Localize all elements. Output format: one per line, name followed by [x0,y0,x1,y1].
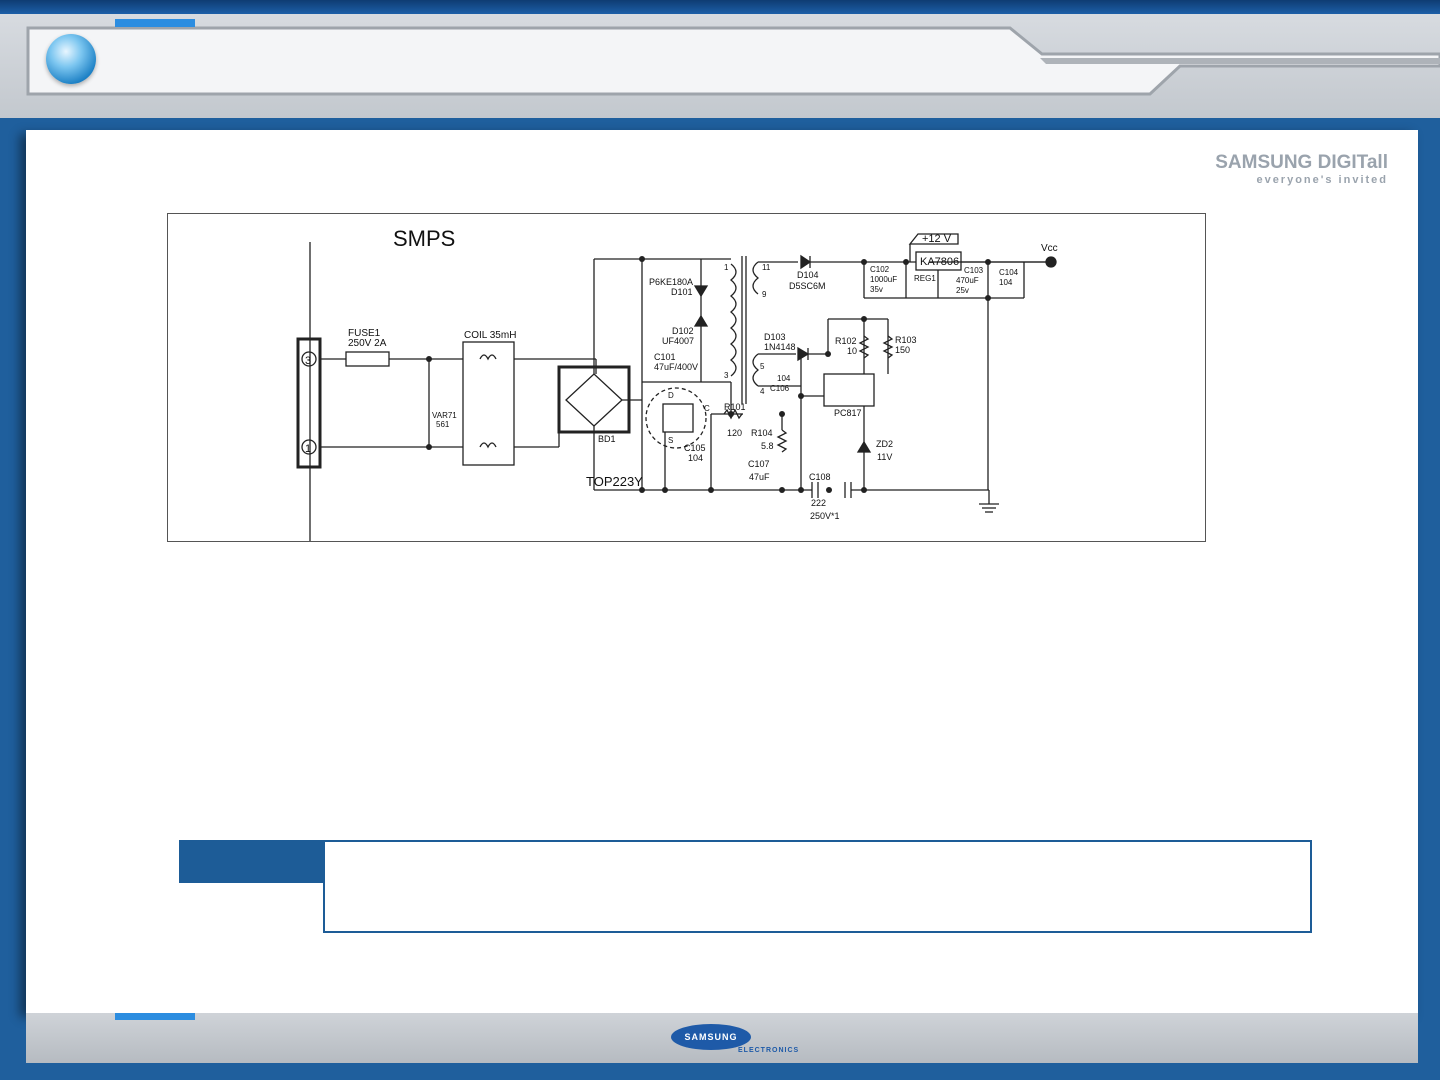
globe-logo-icon [46,34,96,84]
c102-name: C102 [870,265,890,274]
transformer-pin-3: 3 [724,371,729,380]
transformer-pin-4: 4 [760,387,765,396]
c107-value: 47uF [749,472,770,482]
header-band [0,14,1440,118]
c108-rating: 250V*1 [810,511,840,521]
pin-c: C [704,404,710,413]
footer-accent [115,1013,195,1020]
transformer-pin-5: 5 [760,362,765,371]
smps-schematic: SMPS 3 1 FUSE1 250V 2A VAR71 561 COIL 35… [167,213,1206,542]
pin-s: S [668,436,673,445]
diagram-title: SMPS [393,226,455,251]
c104-name: C104 [999,268,1019,277]
d102-part: UF4007 [662,336,694,346]
note-box [323,840,1312,933]
vcc-label: Vcc [1041,243,1058,254]
r103-value: 150 [895,345,910,355]
top223y-label: TOP223Y [586,474,643,489]
pin-d: D [668,391,674,400]
fuse-value: 250V 2A [348,338,387,349]
r101-name: R101 [724,402,746,412]
zd2-value: 11V [877,452,892,462]
c106-name: C106 [770,384,790,393]
r102-name: R102 [835,336,857,346]
note-tab [179,840,324,883]
header-frame [26,26,1440,96]
regulator-name: REG1 [914,274,936,283]
pc817-label: PC817 [834,408,862,418]
d104-part: D5SC6M [789,281,826,291]
c103-value: 470uF [956,276,979,285]
var-value: 561 [436,420,450,429]
brand-line1: SAMSUNG DIGITall [1215,152,1388,173]
schematic-svg: SMPS 3 1 FUSE1 250V 2A VAR71 561 COIL 35… [296,226,1058,541]
header-accent [115,19,195,27]
d101-part: P6KE180A [649,277,693,287]
d101-name: D101 [671,287,693,297]
var-name: VAR71 [432,411,457,420]
regulator-part: KA7806 [920,256,959,268]
conn-pin-3: 3 [305,355,311,367]
transformer-pin-11: 11 [762,263,771,272]
c107-name: C107 [748,459,770,469]
c102-value: 1000uF [870,275,897,284]
samsung-footer-sub: ELECTRONICS [738,1047,800,1054]
samsung-footer-logo: SAMSUNG [671,1024,751,1050]
top-bar [0,0,1440,14]
d102-name: D102 [672,326,694,336]
d103-part: 1N4148 [764,342,796,352]
bridge-label: BD1 [598,434,616,444]
samsung-digitall-logo: SAMSUNG DIGITall everyone's invited [1215,152,1388,186]
plus-12v-tag: +12 V [922,233,952,245]
brand-line2: everyone's invited [1256,174,1388,186]
r104-value: 5.8 [761,441,774,451]
transformer-pin-1: 1 [724,263,729,272]
c105-value: 104 [688,453,703,463]
transformer-pin-9: 9 [762,290,767,299]
coil-label: COIL 35mH [464,330,516,341]
c101-name: C101 [654,352,676,362]
c102-rating: 35v [870,285,883,294]
d103-name: D103 [764,332,786,342]
zd2-name: ZD2 [876,439,893,449]
r103-name: R103 [895,335,917,345]
c108-name: C108 [809,472,831,482]
c103-name: C103 [964,266,984,275]
conn-pin-1: 1 [305,443,311,455]
r102-value: 10 [847,346,857,356]
r101-value: 120 [727,428,742,438]
c108-value: 222 [811,498,826,508]
c105-name: C105 [684,443,706,453]
c103-rating: 25v [956,286,969,295]
c106-value: 104 [777,374,791,383]
d104-name: D104 [797,270,819,280]
c101-value: 47uF/400V [654,362,698,372]
c104-value: 104 [999,278,1013,287]
fuse-name: FUSE1 [348,328,381,339]
r104-name: R104 [751,428,773,438]
